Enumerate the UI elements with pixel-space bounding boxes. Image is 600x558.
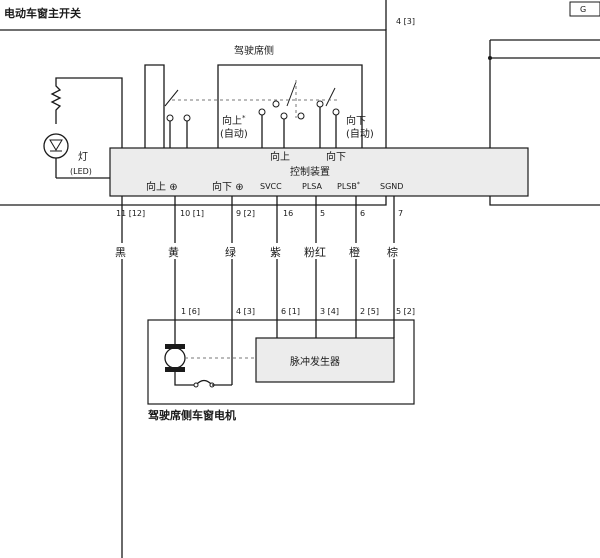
control-down-label: 向下 xyxy=(326,150,346,163)
motor-pin-3: 3 [4] xyxy=(320,307,339,316)
switch-up-contact xyxy=(164,89,179,107)
motor-feed-bottom xyxy=(174,372,196,386)
switch-up-frame xyxy=(144,64,165,148)
control-up-label: 向上 xyxy=(270,150,290,163)
led-triangle xyxy=(49,139,63,151)
motor-icon xyxy=(164,347,186,369)
switch-pin-16: 16 xyxy=(283,209,293,218)
lamp-sub-label: (LED) xyxy=(70,167,92,176)
motor-pin-1: 1 [6] xyxy=(181,307,200,316)
wire-label-bg-yellow xyxy=(166,243,184,259)
contact-6 xyxy=(297,112,305,120)
wire-label-bg-black xyxy=(113,243,131,259)
terminal-down-label: 向下 ⊕ xyxy=(212,180,244,193)
wire-color-brown: 棕 xyxy=(387,245,398,259)
motor-pin-5: 5 [2] xyxy=(396,307,415,316)
contact-3 xyxy=(258,108,266,116)
motor-pin-4: 4 [3] xyxy=(236,307,255,316)
contact-4 xyxy=(272,100,280,108)
motor-pin-6: 6 [1] xyxy=(281,307,300,316)
pulse-generator-box xyxy=(255,337,395,383)
wire-color-violet: 紫 xyxy=(270,246,281,259)
motor-label: 驾驶席侧车窗电机 xyxy=(147,408,236,422)
switch-down-auto: (自动) xyxy=(346,127,374,140)
switch-down-label: 向下 xyxy=(346,114,366,127)
switch-pin-5: 5 xyxy=(320,209,325,218)
contact-2 xyxy=(183,114,191,122)
wire-color-pink: 粉红 xyxy=(304,246,326,259)
contact-5 xyxy=(280,112,288,120)
motor-brush-top xyxy=(165,344,185,349)
terminal-sgnd: SGND xyxy=(380,182,403,191)
switch-down-frame xyxy=(217,64,363,148)
top-connector-pin: 4 [3] xyxy=(396,17,415,26)
switch-pin-7: 7 xyxy=(398,209,403,218)
switch-down-contact xyxy=(325,87,336,107)
wire-color-black: 黑 xyxy=(115,246,126,259)
master-switch-frame xyxy=(0,29,387,206)
wire-color-green: 绿 xyxy=(225,245,236,259)
wire-label-bg-orange xyxy=(347,243,365,259)
switch-up-label: 向上* xyxy=(222,114,246,127)
terminal-up-label: 向上 ⊕ xyxy=(146,180,178,193)
motor-pin-2: 2 [5] xyxy=(360,307,379,316)
lamp-led-icon xyxy=(43,133,69,159)
diagram-title: 电动车窗主开关 xyxy=(4,6,81,20)
control-unit-box xyxy=(109,147,529,197)
wire-label-bg-green xyxy=(223,243,241,259)
motor-brush-bottom xyxy=(165,367,185,372)
switch-pin-10: 10 [1] xyxy=(180,209,204,218)
wire-label-bg-brown xyxy=(385,243,403,259)
pulse-generator-label: 脉冲发生器 xyxy=(290,355,340,368)
terminal-svcc: SVCC xyxy=(260,182,282,191)
motor-assembly-frame xyxy=(147,319,415,405)
wire-label-bg-violet xyxy=(268,243,286,259)
wire-label-bg-pink xyxy=(302,243,330,259)
control-unit-name: 控制装置 xyxy=(290,165,330,178)
contact-8 xyxy=(332,108,340,116)
contact-7 xyxy=(316,100,324,108)
switch-pin-6: 6 xyxy=(360,209,365,218)
breaker-contact-left xyxy=(193,382,199,388)
switch-auto-contact xyxy=(286,81,297,107)
right-wire-loop xyxy=(489,40,600,206)
switch-pin-9: 9 [2] xyxy=(236,209,255,218)
lamp-resistor xyxy=(50,77,123,148)
wire-color-orange: 橙 xyxy=(349,245,360,259)
switch-up-auto: (自动) xyxy=(220,127,248,140)
driver-side-label: 驾驶席侧 xyxy=(234,44,274,57)
right-edge-label: G xyxy=(580,5,586,14)
contact-1 xyxy=(166,114,174,122)
terminal-plsb: PLSB* xyxy=(337,181,360,191)
lamp-label: 灯 xyxy=(78,151,88,163)
wire-color-yellow: 黄 xyxy=(168,245,179,259)
switch-pin-11: 11 [12] xyxy=(116,209,145,218)
right-edge-box xyxy=(569,1,600,17)
terminal-plsa: PLSA xyxy=(302,182,323,191)
